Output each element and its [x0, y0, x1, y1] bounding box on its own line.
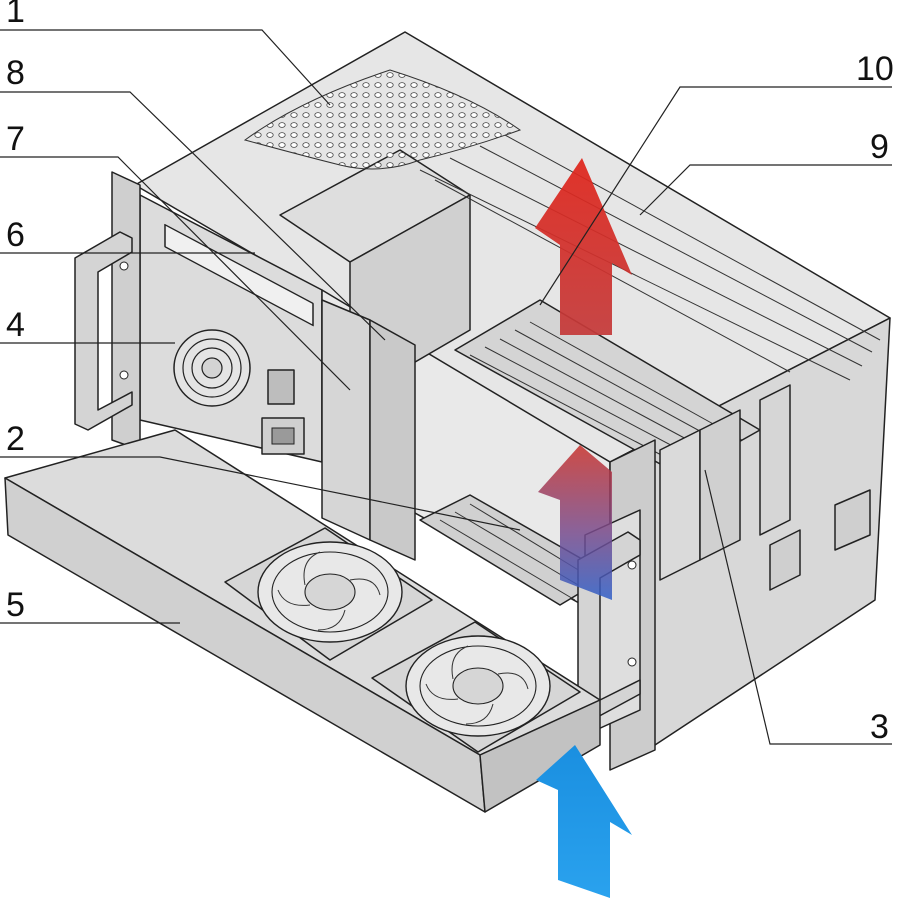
callout-1: 1 — [6, 0, 25, 30]
top-vent-perforation — [243, 69, 522, 170]
hot-air-arrow-icon — [535, 158, 632, 335]
callout-numbers: 1 8 7 6 4 2 5 10 9 3 — [6, 0, 894, 746]
rear-psu-fan — [173, 329, 251, 407]
leader-1 — [0, 29, 331, 106]
callout-4: 4 — [6, 306, 25, 344]
rear-handle[interactable] — [74, 231, 133, 431]
leader-7 — [0, 156, 351, 391]
leader-10 — [539, 86, 892, 306]
fan-tray[interactable] — [4, 429, 601, 813]
leader-lines — [0, 29, 892, 745]
callout-5: 5 — [6, 586, 25, 624]
callout-10: 10 — [856, 50, 894, 88]
leader-8 — [0, 91, 386, 341]
rear-slot-cover — [164, 223, 314, 327]
top-rails — [419, 134, 881, 381]
leader-2 — [0, 456, 521, 531]
callout-9: 9 — [870, 128, 889, 166]
power-switch-icon[interactable] — [267, 369, 295, 405]
callout-8: 8 — [6, 54, 25, 92]
leader-3 — [704, 469, 892, 745]
right-card-guides — [659, 384, 871, 591]
chassis — [74, 31, 891, 771]
psu-bay-side — [369, 319, 416, 561]
fan-icon — [371, 621, 581, 753]
psu-bay — [321, 299, 371, 541]
cool-air-arrow-icon — [536, 745, 632, 898]
mixed-air-arrow-icon — [538, 445, 612, 600]
fan-icon — [224, 527, 433, 661]
fan-tray-end — [479, 699, 601, 813]
callout-6: 6 — [6, 216, 25, 254]
leader-9 — [639, 164, 892, 216]
callout-2: 2 — [6, 420, 25, 458]
callout-7: 7 — [6, 120, 25, 158]
callout-3: 3 — [870, 708, 889, 746]
